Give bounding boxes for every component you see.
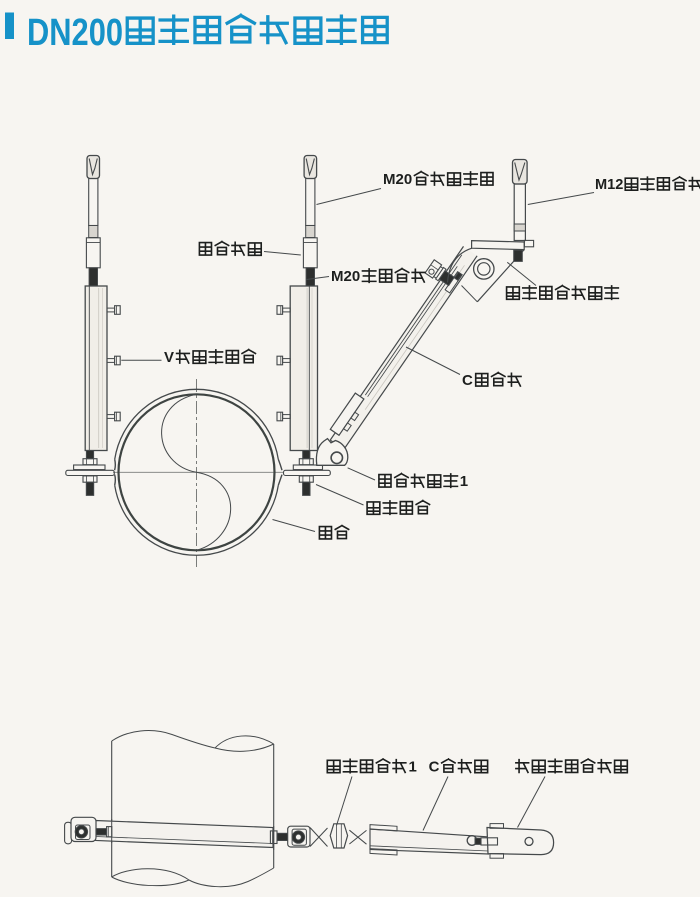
svg-text:V: V [164,349,174,366]
svg-text:1: 1 [460,473,468,490]
svg-text:1: 1 [409,759,417,776]
svg-text:M20: M20 [331,268,360,285]
svg-text:C: C [462,372,473,389]
svg-text:DN200: DN200 [27,12,123,54]
svg-text:M12: M12 [595,177,623,193]
svg-text:C: C [429,759,440,776]
svg-text:M20: M20 [383,171,412,188]
